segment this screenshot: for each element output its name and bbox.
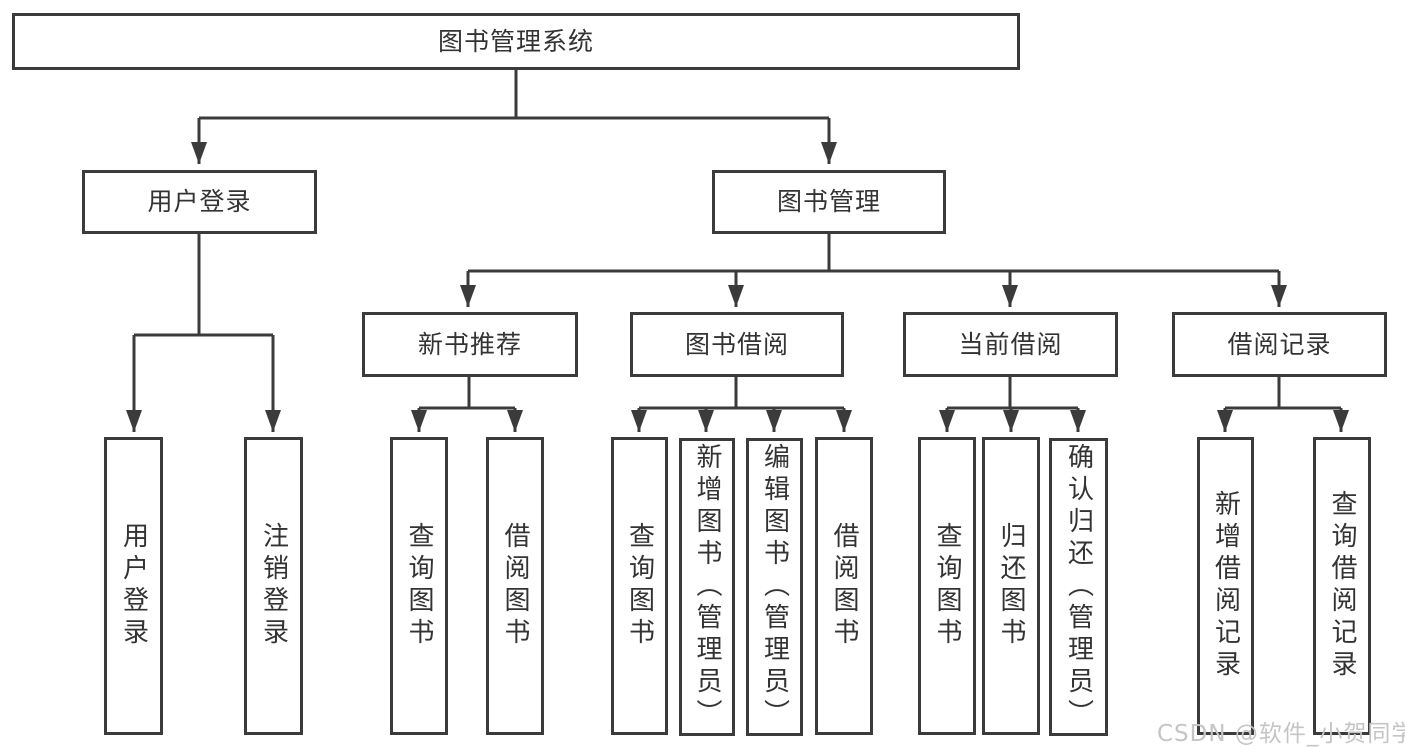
- leaf-recommend-borrow-books: 借阅图书: [486, 437, 544, 735]
- node-borrow-records: 借阅记录: [1172, 312, 1387, 377]
- leaf-recommend-query-books: 查询图书: [390, 437, 448, 735]
- node-root-library-system: 图书管理系统: [12, 13, 1020, 70]
- leaf-logout: 注销登录: [244, 437, 303, 735]
- leaf-confirm-return-admin: 确认归还（管理员）: [1049, 438, 1108, 736]
- leaf-borrow-query-books: 查询图书: [611, 437, 668, 735]
- leaf-user-login: 用户登录: [104, 437, 163, 735]
- csdn-watermark: CSDN @软件_小贺同学: [1157, 721, 1405, 747]
- leaf-add-borrow-record: 新增借阅记录: [1197, 437, 1254, 735]
- leaf-query-borrow-record: 查询借阅记录: [1313, 437, 1371, 735]
- leaf-return-books: 归还图书: [982, 437, 1040, 735]
- node-user-login: 用户登录: [82, 170, 317, 234]
- node-book-borrow: 图书借阅: [630, 312, 844, 377]
- node-current-borrow: 当前借阅: [903, 312, 1118, 377]
- node-book-management: 图书管理: [712, 170, 946, 234]
- leaf-edit-books-admin: 编辑图书（管理员）: [746, 438, 803, 736]
- leaf-borrow-books: 借阅图书: [815, 437, 873, 735]
- leaf-add-books-admin: 新增图书（管理员）: [679, 438, 735, 736]
- leaf-current-query-books: 查询图书: [918, 437, 976, 735]
- node-new-book-recommend: 新书推荐: [362, 312, 578, 377]
